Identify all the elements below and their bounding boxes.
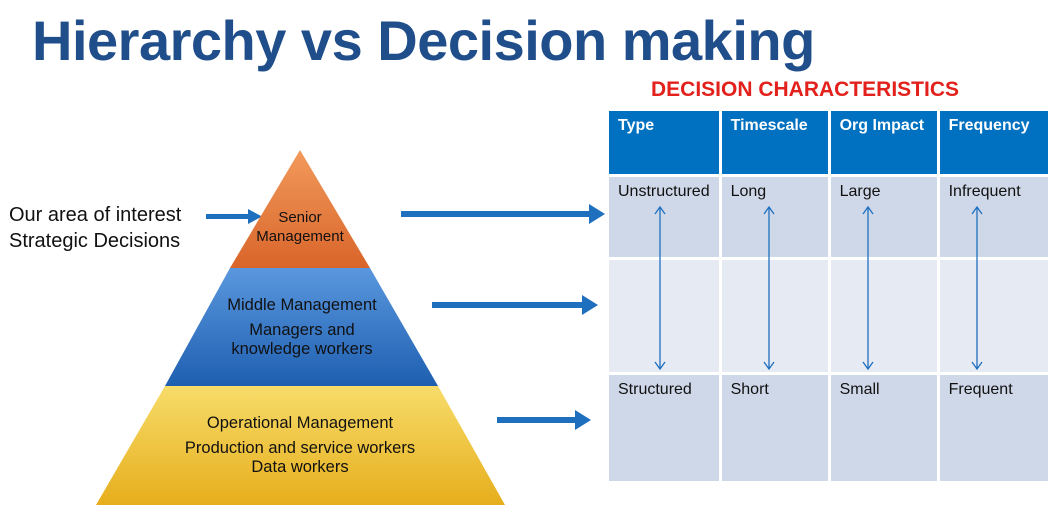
note-line-1: Our area of interest (9, 204, 182, 226)
senior-management-label: Senior Management (256, 209, 344, 245)
operational-to-table-arrow (497, 410, 591, 430)
note-line-2: Strategic Decisions (9, 230, 181, 252)
middle-to-table-arrow (432, 295, 598, 315)
operational-management-label: Operational Management Production and se… (184, 414, 416, 476)
double-arrow-org-impact (862, 205, 874, 371)
cell-long: Long (718, 174, 831, 260)
pyramid-tier-senior (230, 150, 370, 268)
cell-short: Short (718, 372, 831, 484)
decision-characteristics-table: Type Timescale Org Impact Frequency Unst… (606, 108, 1051, 484)
hierarchy-pyramid (96, 150, 505, 505)
decision-characteristics-title: DECISION CHARACTERISTICS (651, 78, 960, 101)
table-header-row: Type Timescale Org Impact Frequency (606, 108, 1051, 177)
page-title: Hierarchy vs Decision making (32, 9, 815, 72)
cell-structured: Structured (606, 372, 722, 484)
table-row: Structured Short Small Frequent (606, 372, 1051, 484)
table-row: Unstructured Long Large Infrequent (606, 174, 1051, 260)
double-arrow-frequency (971, 205, 983, 371)
cell-infrequent: Infrequent (936, 174, 1051, 260)
cell-frequent: Frequent (936, 372, 1051, 484)
cell-small: Small (827, 372, 940, 484)
middle-management-label: Middle Management Managers and knowledge… (227, 296, 377, 358)
header-type: Type (606, 108, 722, 177)
table-row (606, 257, 1051, 375)
header-frequency: Frequency (936, 108, 1051, 177)
note-arrow (206, 209, 262, 224)
pyramid-tier-operational (96, 386, 505, 505)
senior-to-table-arrow (401, 204, 605, 224)
header-org-impact: Org Impact (827, 108, 940, 177)
pyramid-tier-middle (165, 268, 438, 386)
cell-large: Large (827, 174, 940, 260)
header-timescale: Timescale (718, 108, 831, 177)
double-arrow-timescale (763, 205, 775, 371)
area-of-interest-note: Our area of interest Strategic Decisions (9, 202, 181, 254)
double-arrow-type (654, 205, 666, 371)
cell-unstructured: Unstructured (606, 174, 722, 260)
